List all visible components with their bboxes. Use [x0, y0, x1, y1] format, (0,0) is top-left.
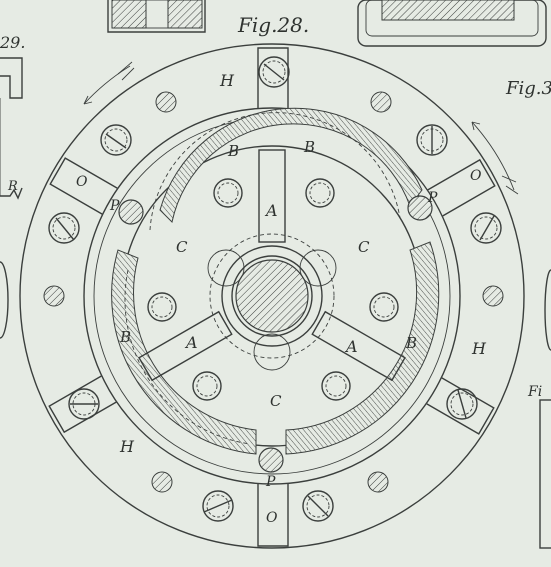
cam-ring-segments	[111, 107, 440, 455]
label-c1: C	[176, 238, 188, 256]
center-hub	[207, 233, 337, 371]
rotation-arrows	[83, 61, 519, 195]
label-o3: O	[266, 510, 278, 526]
small-holes	[43, 91, 504, 493]
label-o1: O	[76, 174, 88, 190]
top-fragment	[107, 0, 206, 33]
left-fragment	[0, 57, 23, 339]
top-right-fragment	[357, 0, 547, 47]
label-a3: A	[344, 337, 358, 356]
outer-screws	[48, 56, 502, 522]
figure-label-right-bottom: Fi	[527, 384, 542, 400]
label-c3: C	[270, 392, 282, 410]
label-p2: P	[427, 190, 438, 206]
inner-bolt-holes	[147, 178, 399, 401]
label-b3: B	[119, 328, 131, 346]
right-fragment	[539, 269, 551, 549]
label-o2: O	[470, 168, 482, 184]
label-h3: H	[119, 437, 135, 456]
label-b1: B	[227, 142, 239, 160]
label-c2: C	[358, 238, 370, 256]
label-a1: A	[264, 201, 278, 220]
label-p1: P	[109, 198, 120, 214]
figure-label-left: 29.	[0, 33, 25, 52]
label-b2: B	[303, 138, 315, 156]
jaws	[138, 149, 406, 382]
pins	[118, 195, 433, 473]
label-a2: A	[184, 333, 198, 352]
label-b4: B	[405, 334, 417, 352]
figure-label-main: Fig.28.	[237, 13, 309, 37]
label-h2: H	[471, 339, 487, 358]
label-p3: P	[265, 474, 276, 490]
figure-label-right-top: Fig.3	[505, 78, 551, 99]
label-r: R	[7, 179, 18, 194]
label-h1: H	[219, 71, 235, 90]
